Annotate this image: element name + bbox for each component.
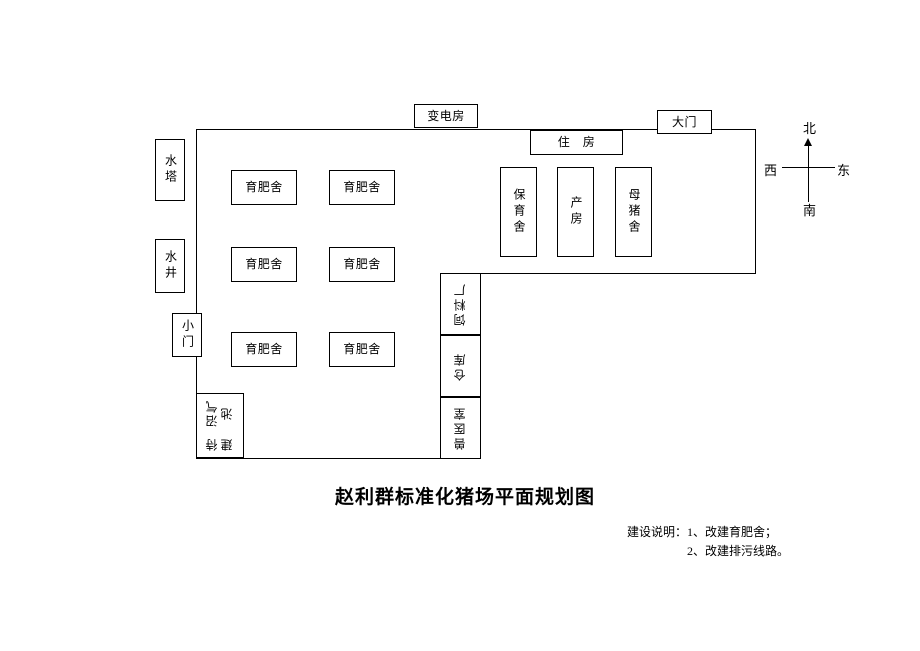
construction-note-line-1: 建设说明：1、改建育肥舍； (627, 525, 778, 539)
building-fattening-house[interactable]: 育肥舍 (329, 332, 395, 367)
building-fattening-house-label: 育肥舍 (343, 342, 381, 356)
building-warehouse[interactable]: 仓库 (440, 335, 481, 397)
building-fattening-house-label: 育肥舍 (245, 257, 283, 271)
facility-well-label: 水井 (163, 250, 178, 282)
diagram-title: 赵利群标准化猪场平面规划图 (335, 487, 596, 508)
facility-transformer-room-label: 变电房 (427, 108, 465, 123)
building-fattening-house[interactable]: 育肥舍 (231, 170, 297, 205)
construction-note-line-2: 2、改建排污线路。 (687, 544, 790, 559)
construction-note: 建设说明：1、改建育肥舍； 2、改建排污线路。 (627, 523, 789, 561)
building-sow-house[interactable]: 母猪舍 (615, 167, 652, 257)
facility-water-tower[interactable]: 水塔 (155, 139, 185, 201)
boundary-wall-right (755, 129, 756, 274)
facility-main-gate-label: 大门 (671, 114, 697, 129)
compass-south-label: 南 (803, 203, 817, 218)
facility-water-tower-label: 水塔 (163, 154, 178, 186)
building-fattening-house[interactable]: 育肥舍 (329, 170, 395, 205)
building-veterinary-room-label: 兽医室 (453, 405, 467, 451)
compass-rose: 北 西 东 南 (764, 118, 856, 218)
facility-transformer-room[interactable]: 变电房 (414, 104, 478, 128)
boundary-wall-middle-horizontal (440, 273, 756, 274)
boundary-wall-top (196, 129, 756, 130)
building-sow-house-label: 母猪舍 (627, 188, 641, 236)
building-fattening-house[interactable]: 育肥舍 (231, 247, 297, 282)
building-fattening-house[interactable]: 育肥舍 (329, 247, 395, 282)
boundary-wall-left (196, 129, 197, 459)
compass-west-label: 西 (764, 163, 778, 178)
compass-vertical-axis (808, 145, 809, 202)
building-feed-factory[interactable]: 饲料厂 (440, 273, 481, 335)
building-fattening-house-label: 育肥舍 (343, 180, 381, 194)
building-feed-factory-label: 饲料厂 (453, 281, 467, 327)
facility-main-gate[interactable]: 大门 (657, 110, 712, 134)
building-farrowing-room-label: 产房 (569, 196, 583, 228)
facility-residence-label: 住 房 (557, 135, 596, 149)
facility-biogas-pool-label-pending: 待建 (205, 437, 234, 452)
building-veterinary-room[interactable]: 兽医室 (440, 397, 481, 459)
building-warehouse-label: 仓库 (453, 351, 467, 381)
compass-north-label: 北 (803, 121, 817, 136)
compass-arrow-head-icon (804, 138, 812, 146)
building-nursery-label: 保育舍 (512, 188, 526, 236)
building-fattening-house-label: 育肥舍 (245, 342, 283, 356)
building-fattening-house-label: 育肥舍 (245, 180, 283, 194)
facility-biogas-pool[interactable]: 待建 沼气池 (196, 393, 244, 458)
facility-residence[interactable]: 住 房 (530, 130, 623, 155)
boundary-wall-bottom (196, 458, 481, 459)
compass-horizontal-axis (782, 167, 835, 168)
facility-small-gate[interactable]: 小门 (172, 313, 202, 357)
facility-well[interactable]: 水井 (155, 239, 185, 293)
facility-small-gate-label: 小门 (180, 319, 195, 351)
facility-biogas-pool-label-name: 沼气池 (205, 398, 234, 427)
building-fattening-house[interactable]: 育肥舍 (231, 332, 297, 367)
building-farrowing-room[interactable]: 产房 (557, 167, 594, 257)
building-fattening-house-label: 育肥舍 (343, 257, 381, 271)
compass-east-label: 东 (837, 163, 851, 178)
building-nursery[interactable]: 保育舍 (500, 167, 537, 257)
